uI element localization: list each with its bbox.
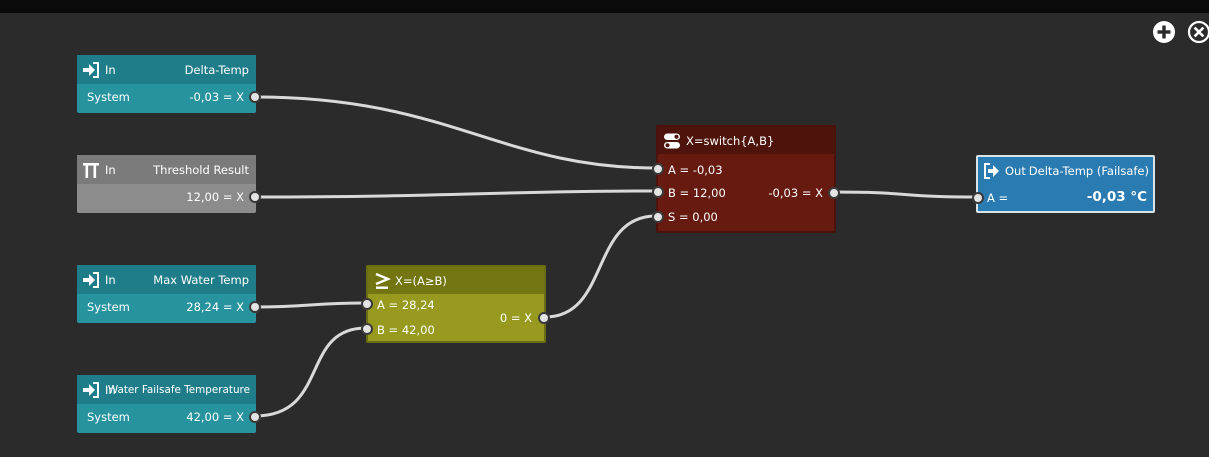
node-header: Out Delta-Temp (Failsafe) [978,157,1153,186]
wire-compare-to-switch-s [543,214,658,319]
input-s-label: S = 0,00 [668,210,718,224]
node-delta-temp[interactable]: In Delta-Temp System -0,03 = X [77,55,261,113]
node-type-label: In [105,163,116,177]
node-name-label: Water Failsafe Temperature [107,384,250,396]
output-port[interactable] [538,312,550,324]
node-value-label: 28,24 = X [186,300,244,314]
input-port-a[interactable] [652,163,664,175]
wire-failsafe-to-compare-b [253,326,368,418]
input-port-a[interactable] [361,298,373,310]
input-port-s[interactable] [652,211,664,223]
node-value-label: 12,00 = X [186,190,244,204]
node-compare[interactable]: X=(A≥B) A = 28,24 B = 42,00 0 = X [361,265,550,343]
node-name-label: Threshold Result [153,163,249,177]
title-bar [0,0,1209,13]
wire-switch-to-output [833,190,980,199]
node-title-label: X=switch{A,B} [686,134,775,148]
output-port[interactable] [249,191,261,203]
sign-in-icon [83,382,99,398]
node-type-label: Out [1005,164,1026,178]
input-a-label: A = -0,03 [668,163,723,177]
node-header: In Delta-Temp [77,55,256,84]
node-water-failsafe-temperature[interactable]: In Water Failsafe Temperature System 42,… [77,375,261,433]
node-source-label: System [87,410,130,424]
output-port[interactable] [828,187,840,199]
node-source-label: System [87,300,130,314]
input-port-b[interactable] [361,323,373,335]
input-port-b[interactable] [652,186,664,198]
node-name-label: Delta-Temp [184,63,249,77]
output-port[interactable] [249,91,261,103]
node-header: In Water Failsafe Temperature [77,375,256,404]
node-type-label: In [105,273,116,287]
toggle-icon [664,133,680,149]
input-b-label: B = 42,00 [377,323,435,337]
close-icon[interactable] [1187,20,1209,44]
node-name-label: Delta-Temp (Failsafe) [1028,164,1149,178]
node-value-label: 42,00 = X [186,410,244,424]
node-value-label: -0,03 = X [189,90,244,104]
node-max-water-temp[interactable]: In Max Water Temp System 28,24 = X [77,265,261,323]
node-type-label: In [105,383,116,397]
input-port-a[interactable] [972,192,984,204]
node-type-label: In [105,63,116,77]
sign-in-icon [83,272,99,288]
output-port[interactable] [249,301,261,313]
node-output-delta-temp-failsafe[interactable]: Out Delta-Temp (Failsafe) A = -0,03 °C [972,155,1155,213]
output-label: 0 = X [499,311,532,325]
wire-threshold-to-switch-b [253,189,658,199]
wire-delta-to-switch-a [253,95,658,170]
node-header: X=switch{A,B} [658,127,834,154]
output-port[interactable] [249,411,261,423]
input-a-label: A = [987,191,1009,205]
node-name-label: Max Water Temp [153,273,249,287]
node-source-label: System [87,90,130,104]
node-title-label: X=(A≥B) [395,274,447,288]
node-threshold-result[interactable]: In Threshold Result 12,00 = X [77,155,261,213]
wire-maxwater-to-compare-a [253,301,368,309]
sign-out-icon [984,163,999,179]
sign-in-icon [83,62,99,78]
pi-icon [83,163,99,178]
input-a-label: A = 28,24 [377,298,435,312]
node-switch[interactable]: X=switch{A,B} A = -0,03 B = 12,00 S = 0,… [652,125,840,233]
node-header: In Threshold Result [77,155,256,184]
node-header: In Max Water Temp [77,265,256,294]
greater-equal-icon [375,272,391,289]
input-b-label: B = 12,00 [668,186,726,200]
node-value-label: -0,03 °C [1086,189,1147,205]
output-label: -0,03 = X [768,186,823,200]
node-header: X=(A≥B) [368,267,544,294]
add-node-icon[interactable] [1152,20,1176,44]
